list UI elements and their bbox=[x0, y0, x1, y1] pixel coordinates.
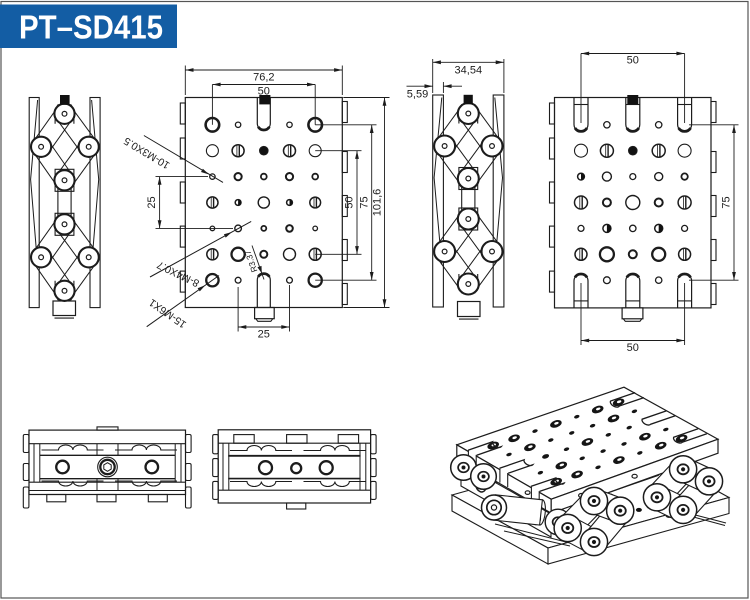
svg-text:34,54: 34,54 bbox=[455, 65, 483, 77]
svg-text:5,59: 5,59 bbox=[407, 89, 428, 101]
svg-text:75: 75 bbox=[358, 196, 370, 208]
svg-text:50: 50 bbox=[258, 86, 270, 98]
svg-text:76,2: 76,2 bbox=[253, 72, 274, 84]
svg-text:50: 50 bbox=[627, 55, 639, 67]
svg-text:PT–SD415: PT–SD415 bbox=[19, 9, 163, 46]
svg-text:25: 25 bbox=[146, 196, 158, 208]
svg-text:101,6: 101,6 bbox=[372, 189, 384, 217]
svg-text:75: 75 bbox=[721, 196, 733, 208]
svg-text:25: 25 bbox=[258, 329, 270, 341]
svg-text:50: 50 bbox=[627, 342, 639, 354]
svg-text:50: 50 bbox=[344, 196, 356, 208]
